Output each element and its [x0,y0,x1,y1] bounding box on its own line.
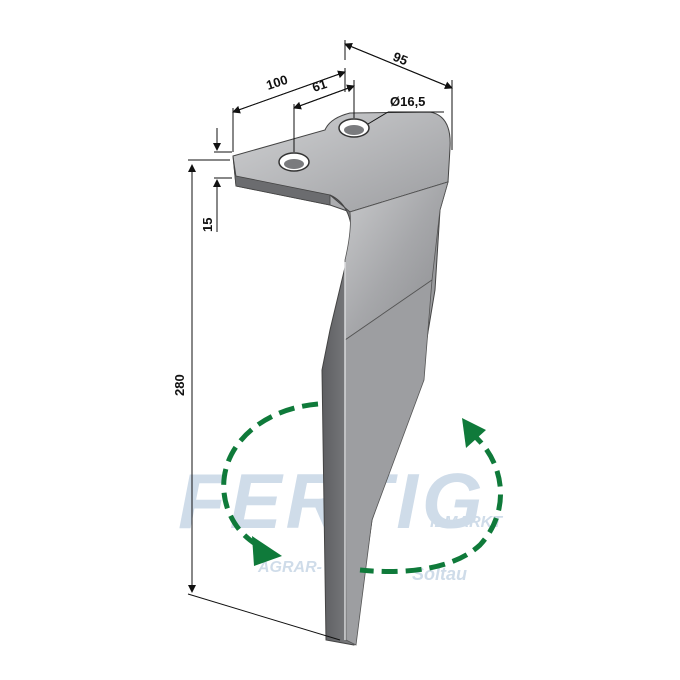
rotation-indicator [221,401,503,574]
rotation-arc-left [221,401,319,551]
dim-label-95: 95 [391,49,410,68]
watermark-tagline-right: ILMARKT [430,514,503,531]
watermark-tagline-left: AGRAR- [257,559,322,576]
dim-label-diameter: Ø16,5 [390,94,425,109]
mounting-hole-right-inner [344,125,364,135]
rotation-arrowhead-right [462,418,486,448]
dimension-lines [187,40,453,641]
watermark-city: Soltau [412,564,467,584]
tine-part [232,111,451,646]
dim-label-61: 61 [310,76,328,95]
tine-front-face [344,181,449,341]
rotation-arc-right [359,430,503,574]
dim-label-15: 15 [200,218,215,232]
rotation-arrowheads [252,418,486,566]
dimension-labels: 100 61 95 Ø16,5 15 280 [172,49,425,396]
dim-label-280: 280 [172,374,187,396]
dim-label-100: 100 [264,72,289,93]
mounting-hole-left-inner [284,159,304,169]
rotation-arrowhead-left [252,536,282,566]
tine-blade-face [344,279,433,646]
plate-edge [232,155,331,206]
